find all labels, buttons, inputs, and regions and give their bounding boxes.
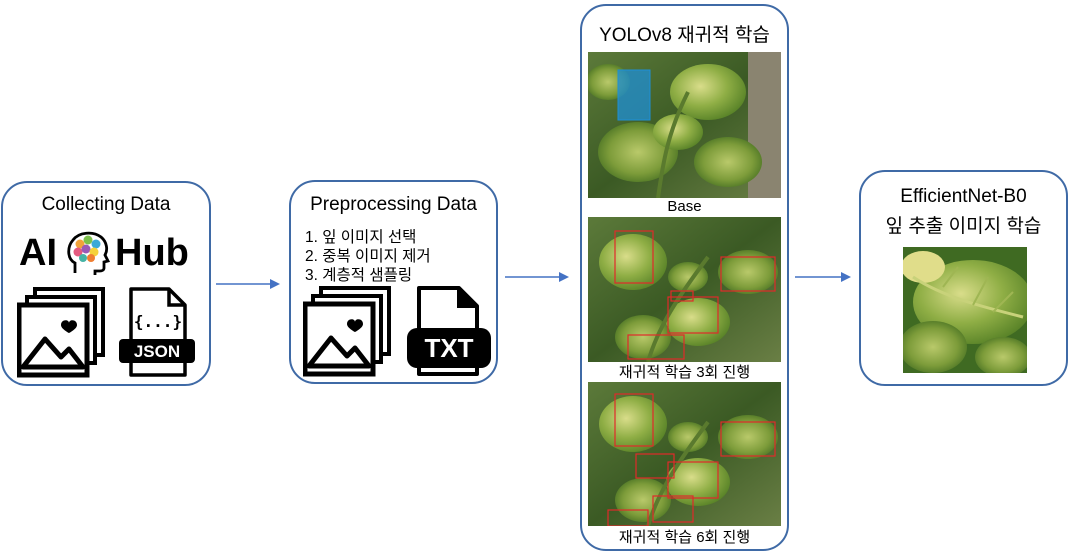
yolo-training-title: YOLOv8 재귀적 학습 xyxy=(599,25,770,46)
yolo-round6-image xyxy=(588,382,781,526)
arrow-right-icon xyxy=(505,272,569,282)
yolo-caption-base: Base xyxy=(667,198,702,215)
yolo-round3-image xyxy=(588,217,781,362)
collecting-data-title: Collecting Data xyxy=(41,194,171,215)
yolo-caption-round6: 재귀적 학습 6회 진행 xyxy=(618,529,751,546)
txt-badge-label: TXT xyxy=(424,333,473,363)
preprocessing-step: 3. 계층적 샘플링 xyxy=(305,267,413,284)
ai-hub-logo-left-text: AI xyxy=(19,232,57,274)
image-stack-icon xyxy=(17,287,105,378)
yolo-base-image xyxy=(588,52,781,198)
collecting-data-box: Collecting Data AI Hub {...} JSON xyxy=(1,181,211,386)
yolo-caption-round3: 재귀적 학습 3회 진행 xyxy=(618,364,751,381)
ai-hub-logo-right-text: Hub xyxy=(115,232,189,274)
preprocessing-step: 2. 중복 이미지 제거 xyxy=(305,248,431,265)
preprocessing-data-title: Preprocessing Data xyxy=(310,194,477,215)
efficientnet-title-line2: 잎 추출 이미지 학습 xyxy=(885,216,1042,237)
efficientnet-box: EfficientNet-B0 잎 추출 이미지 학습 xyxy=(859,170,1068,386)
txt-file-icon: TXT xyxy=(407,286,491,376)
ai-hub-logo: AI Hub xyxy=(17,229,197,279)
yolo-training-box: YOLOv8 재귀적 학습 Base xyxy=(580,4,789,551)
json-badge-label: JSON xyxy=(134,342,180,361)
preprocessing-data-box: Preprocessing Data 1. 잎 이미지 선택 2. 중복 이미지… xyxy=(289,180,498,384)
preprocessing-steps: 1. 잎 이미지 선택 2. 중복 이미지 제거 3. 계층적 샘플링 xyxy=(305,228,431,285)
image-stack-icon xyxy=(303,286,391,377)
efficientnet-title-line1: EfficientNet-B0 xyxy=(900,186,1027,207)
arrow-right-icon xyxy=(795,272,851,282)
arrow-right-icon xyxy=(216,279,280,289)
preprocessing-step: 1. 잎 이미지 선택 xyxy=(305,229,417,246)
ai-hub-logo-icon xyxy=(67,231,111,275)
json-brace-label: {...} xyxy=(134,312,182,331)
base-detection-box xyxy=(617,69,651,121)
extracted-leaf-image xyxy=(903,247,1027,373)
json-file-icon: {...} JSON xyxy=(119,287,195,377)
